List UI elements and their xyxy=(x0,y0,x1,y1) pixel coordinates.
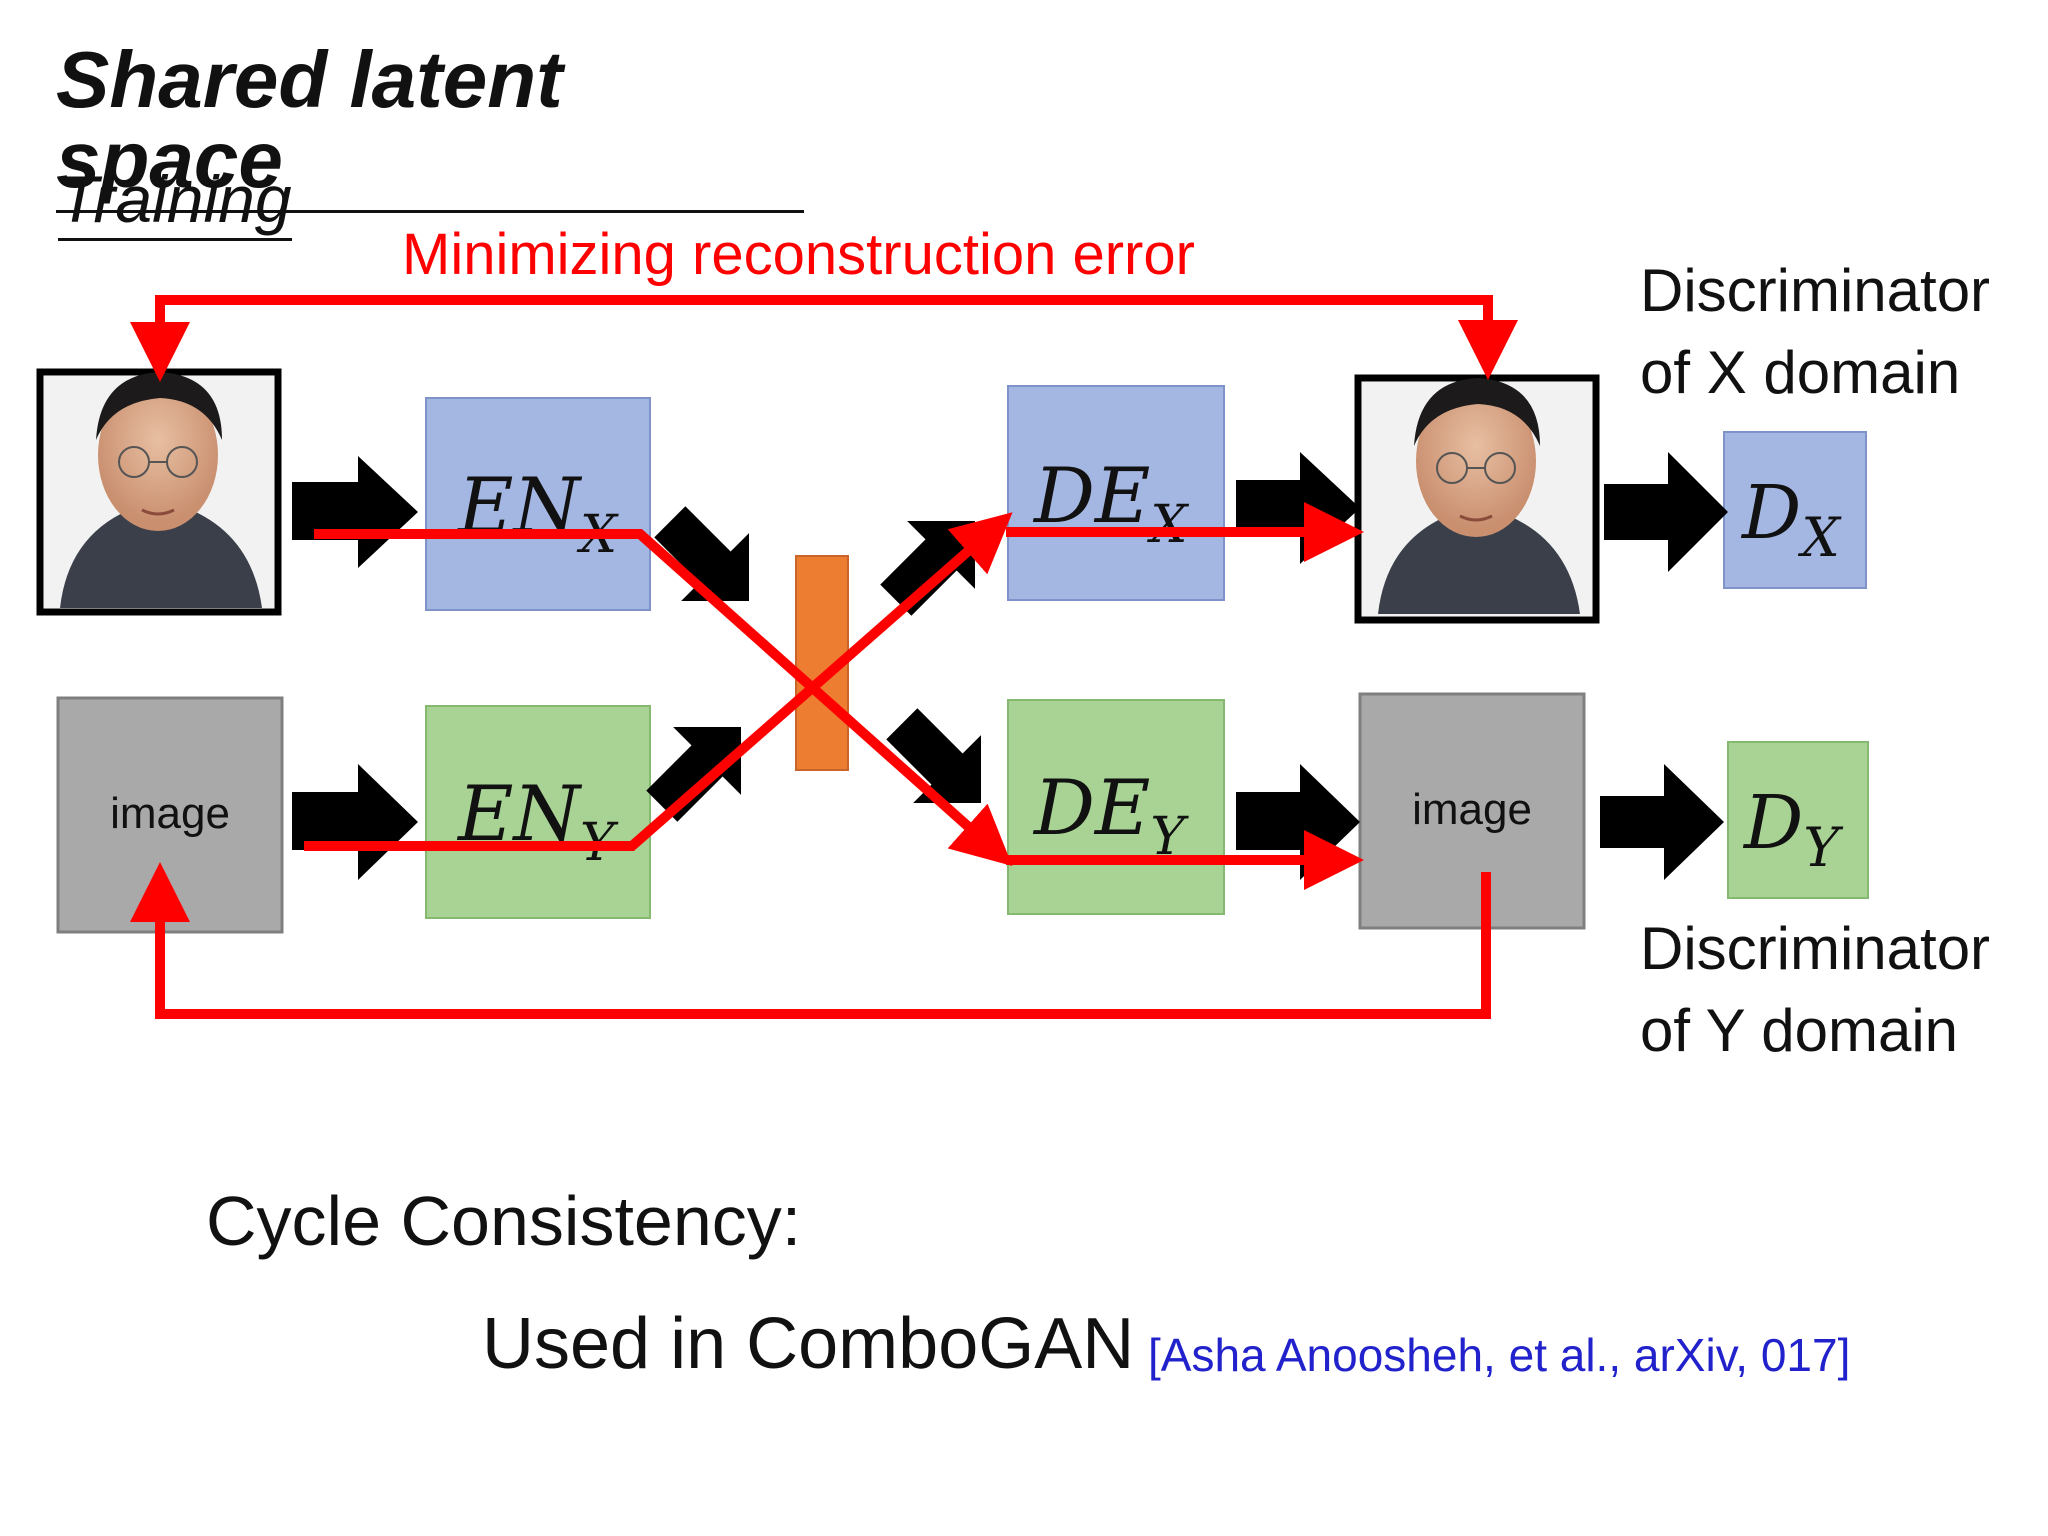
slide-title: Shared latent space xyxy=(56,40,804,213)
path-x-to-y xyxy=(314,529,1013,866)
decoder-x-sub: X xyxy=(1146,495,1189,555)
discriminator-y-sub: Y xyxy=(1803,816,1843,879)
svg-text:DY: DY xyxy=(1742,780,1843,879)
arrow-output-y-to-discriminator-y xyxy=(1600,764,1724,880)
decoder-x-main: DE xyxy=(1032,451,1150,540)
svg-text:DX: DX xyxy=(1740,470,1842,569)
discriminator-y-line2: of Y domain xyxy=(1640,997,1959,1064)
arrow-latent-to-decoder-x xyxy=(880,520,976,616)
decoder-y-main: DE xyxy=(1032,763,1150,852)
used-in-label: Used in ComboGAN xyxy=(482,1304,1135,1384)
discriminator-y-line1: Discriminator xyxy=(1640,915,1991,982)
path-y-to-x xyxy=(304,512,1013,851)
input-face-image xyxy=(36,368,282,616)
discriminator-y-caption: Discriminator of Y domain xyxy=(1640,908,1990,1072)
discriminator-y-box: DY xyxy=(1727,741,1869,899)
red-translation-paths xyxy=(130,295,1518,1019)
discriminator-y-main: D xyxy=(1742,780,1803,866)
encoder-x-box: ENX xyxy=(425,397,651,611)
discriminator-x-main: D xyxy=(1740,470,1801,556)
encoder-y-box: ENY xyxy=(425,705,651,919)
discriminator-x-caption: Discriminator of X domain xyxy=(1640,250,1990,414)
reconstructed-face-image xyxy=(1354,374,1600,624)
input-image-y-label: image xyxy=(110,789,230,838)
arrow-output-x-to-discriminator-x xyxy=(1604,452,1728,572)
discriminator-x-line1: Discriminator xyxy=(1640,257,1991,324)
input-image-y-box: image xyxy=(56,696,284,934)
reconstruction-label: Minimizing reconstruction error xyxy=(402,222,1195,287)
svg-text:DEX: DEX xyxy=(1032,451,1189,555)
arrow-latent-to-decoder-y xyxy=(886,708,982,804)
output-image-y-box: image xyxy=(1358,692,1586,930)
slide-subtitle: Training xyxy=(58,166,292,241)
decoder-y-box: DEY xyxy=(1007,699,1225,915)
arrow-input-y-to-encoder-y xyxy=(292,764,418,880)
decoder-x-box: DEX xyxy=(1007,385,1225,601)
discriminator-x-sub: X xyxy=(1797,506,1842,569)
arrow-input-x-to-encoder-x xyxy=(292,456,418,568)
citation: [Asha Anoosheh, et al., arXiv, 017] xyxy=(1148,1329,1851,1381)
arrow-encoder-x-to-latent xyxy=(654,506,750,602)
arrow-decoder-x-to-output-x xyxy=(1236,452,1360,564)
cycle-loop-bottom xyxy=(130,862,1491,1019)
discriminator-x-line2: of X domain xyxy=(1640,339,1961,406)
reconstruction-loop-top xyxy=(155,295,1518,380)
arrow-encoder-y-to-latent xyxy=(646,726,742,822)
discriminator-x-box: DX xyxy=(1723,431,1867,589)
cycle-consistency-label: Cycle Consistency: xyxy=(206,1182,802,1260)
output-image-y-label: image xyxy=(1412,785,1532,834)
